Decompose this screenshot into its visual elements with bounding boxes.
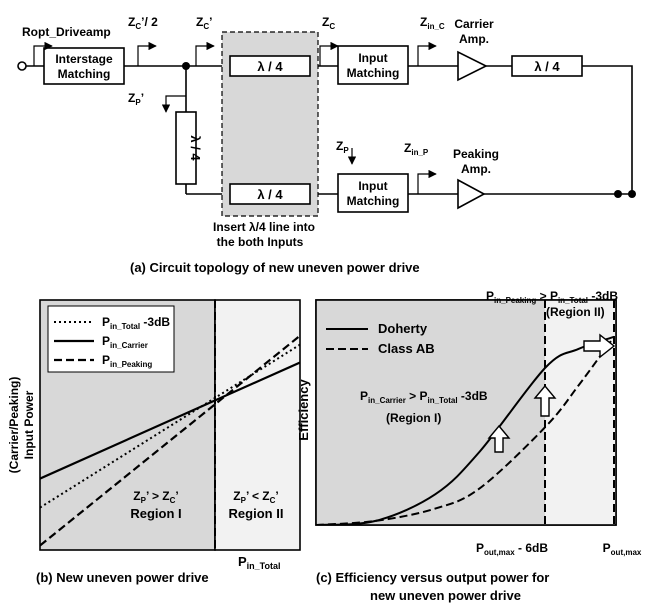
arrow-right-icon [583, 333, 616, 359]
chart-b-ylabel-2: Input Power [22, 390, 36, 459]
chart-b-region-1-label: Region I [130, 506, 181, 521]
quarter-wave-top-label: λ / 4 [257, 59, 283, 74]
combine-node [628, 190, 636, 198]
legend-b-label-carrier: Pin_Carrier [102, 334, 148, 350]
interstage-matching-box [43, 47, 125, 85]
quarter-wave-top-box [229, 55, 311, 77]
legend-b-label-total: Pin_Total -3dB [102, 315, 170, 331]
insert-note-1: Insert λ/4 line into [213, 220, 315, 234]
zin-p-label: Zin_P [404, 141, 429, 157]
series-line-class-ab [316, 336, 615, 525]
ref-arrow-zin-c [417, 41, 437, 66]
quarter-wave-branch-label: λ / 4 [188, 135, 203, 161]
interstage-label-1: Interstage [55, 52, 113, 66]
chart-c-plot [316, 335, 615, 525]
caption-c-2: new uneven power drive [370, 588, 521, 603]
chart-c-region-1 [316, 300, 545, 525]
caption-c-1: (c) Efficiency versus output power for [316, 570, 549, 585]
zc-prime-label: ZC’ [196, 15, 212, 31]
input-matching-bottom-label-1: Input [358, 179, 387, 193]
quarter-wave-bottom-label: λ / 4 [257, 187, 283, 202]
peaking-amp-symbol [457, 178, 486, 210]
chart-b-xlabel: Pin_Total [238, 554, 281, 571]
quarter-wave-output-label: λ / 4 [534, 59, 560, 74]
chart-c-region-2-label: (Region II) [546, 305, 605, 319]
input-matching-top-label-2: Matching [347, 66, 400, 80]
input-matching-bottom-box [337, 173, 409, 213]
series-line-doherty [316, 335, 615, 525]
caption-a: (a) Circuit topology of new uneven power… [130, 260, 420, 275]
input-matching-top-box [337, 45, 409, 85]
arrow-up-icon-2 [533, 384, 557, 417]
chart-b-region-2-label: Region II [229, 506, 284, 521]
zc-half-label: ZC’/ 2 [128, 15, 158, 31]
chart-b: Pin_Total -3dB Pin_Carrier Pin_Peaking (… [7, 299, 301, 585]
chart-b-plot [40, 334, 300, 547]
chart-b-region-2 [214, 299, 301, 551]
input-matching-top-label-1: Input [358, 51, 387, 65]
chart-b-ylabel-1: (Carrier/Peaking) [7, 377, 21, 474]
ref-arrow-zc-half [137, 41, 157, 66]
quarter-wave-bottom-box [229, 183, 311, 205]
ref-arrow-zc-prime [195, 41, 215, 66]
chart-b-cond-2: ZP’ < ZC’ [233, 489, 279, 505]
wire-top-out [582, 65, 633, 194]
legend-b-label-peaking: Pin_Peaking [102, 353, 152, 369]
chart-b-cond-1: ZP’ > ZC’ [133, 489, 179, 505]
carrier-amp-label-1: Carrier [454, 17, 494, 31]
quarter-wave-branch-box [175, 111, 197, 185]
chart-c-ylabel: Efficiency [296, 379, 311, 441]
output-node [614, 190, 622, 198]
zc-label: ZC [322, 15, 335, 31]
carrier-amp-symbol [457, 50, 488, 82]
chart-c: Doherty Class AB Efficiency Pin_Carrier … [296, 289, 642, 603]
input-terminal [17, 61, 27, 71]
carrier-amp-label-2: Amp. [459, 32, 489, 46]
ropt-label: Ropt_Driveamp [22, 25, 111, 39]
input-matching-bottom-label-2: Matching [347, 194, 400, 208]
quarter-wave-output-box [511, 55, 583, 77]
chart-c-region-2 [545, 300, 616, 525]
peaking-amp-label-1: Peaking [453, 147, 499, 161]
legend-c-label-1: Class AB [378, 341, 435, 356]
arrow-up-icon-1 [487, 424, 511, 453]
interstage-label-2: Matching [58, 67, 111, 81]
zin-c-label: Zin_C [420, 15, 445, 31]
chart-c-region-2-note: Pin_Peaking > Pin_Total -3dB [486, 289, 618, 305]
chart-c-region-1-note: Pin_Carrier > Pin_Total -3dB [360, 389, 488, 405]
circuit-topology: Interstage Matching λ / 4 λ / 4 λ / 4 In… [17, 15, 636, 275]
ref-arrow-ropt [33, 41, 53, 66]
zp-label: ZP [336, 139, 349, 155]
ref-arrow-zp-prime [161, 95, 186, 113]
chart-c-border [315, 299, 617, 526]
chart-c-xtick-1: Pout,max - 6dB [476, 541, 548, 557]
peaking-amp-label-2: Amp. [461, 162, 491, 176]
caption-b: (b) New uneven power drive [36, 570, 209, 585]
series-line-carrier [40, 361, 300, 480]
chart-c-xtick-2: Pout,max [603, 541, 642, 557]
ref-arrow-zin-p [417, 169, 437, 194]
insert-note-2: the both Inputs [217, 235, 304, 249]
chart-c-region-1-label: (Region I) [386, 411, 441, 425]
ref-arrow-zc [319, 41, 339, 66]
series-line-peaking [40, 334, 300, 547]
zp-prime-label: ZP’ [128, 91, 144, 107]
legend-c-label-0: Doherty [378, 321, 428, 336]
